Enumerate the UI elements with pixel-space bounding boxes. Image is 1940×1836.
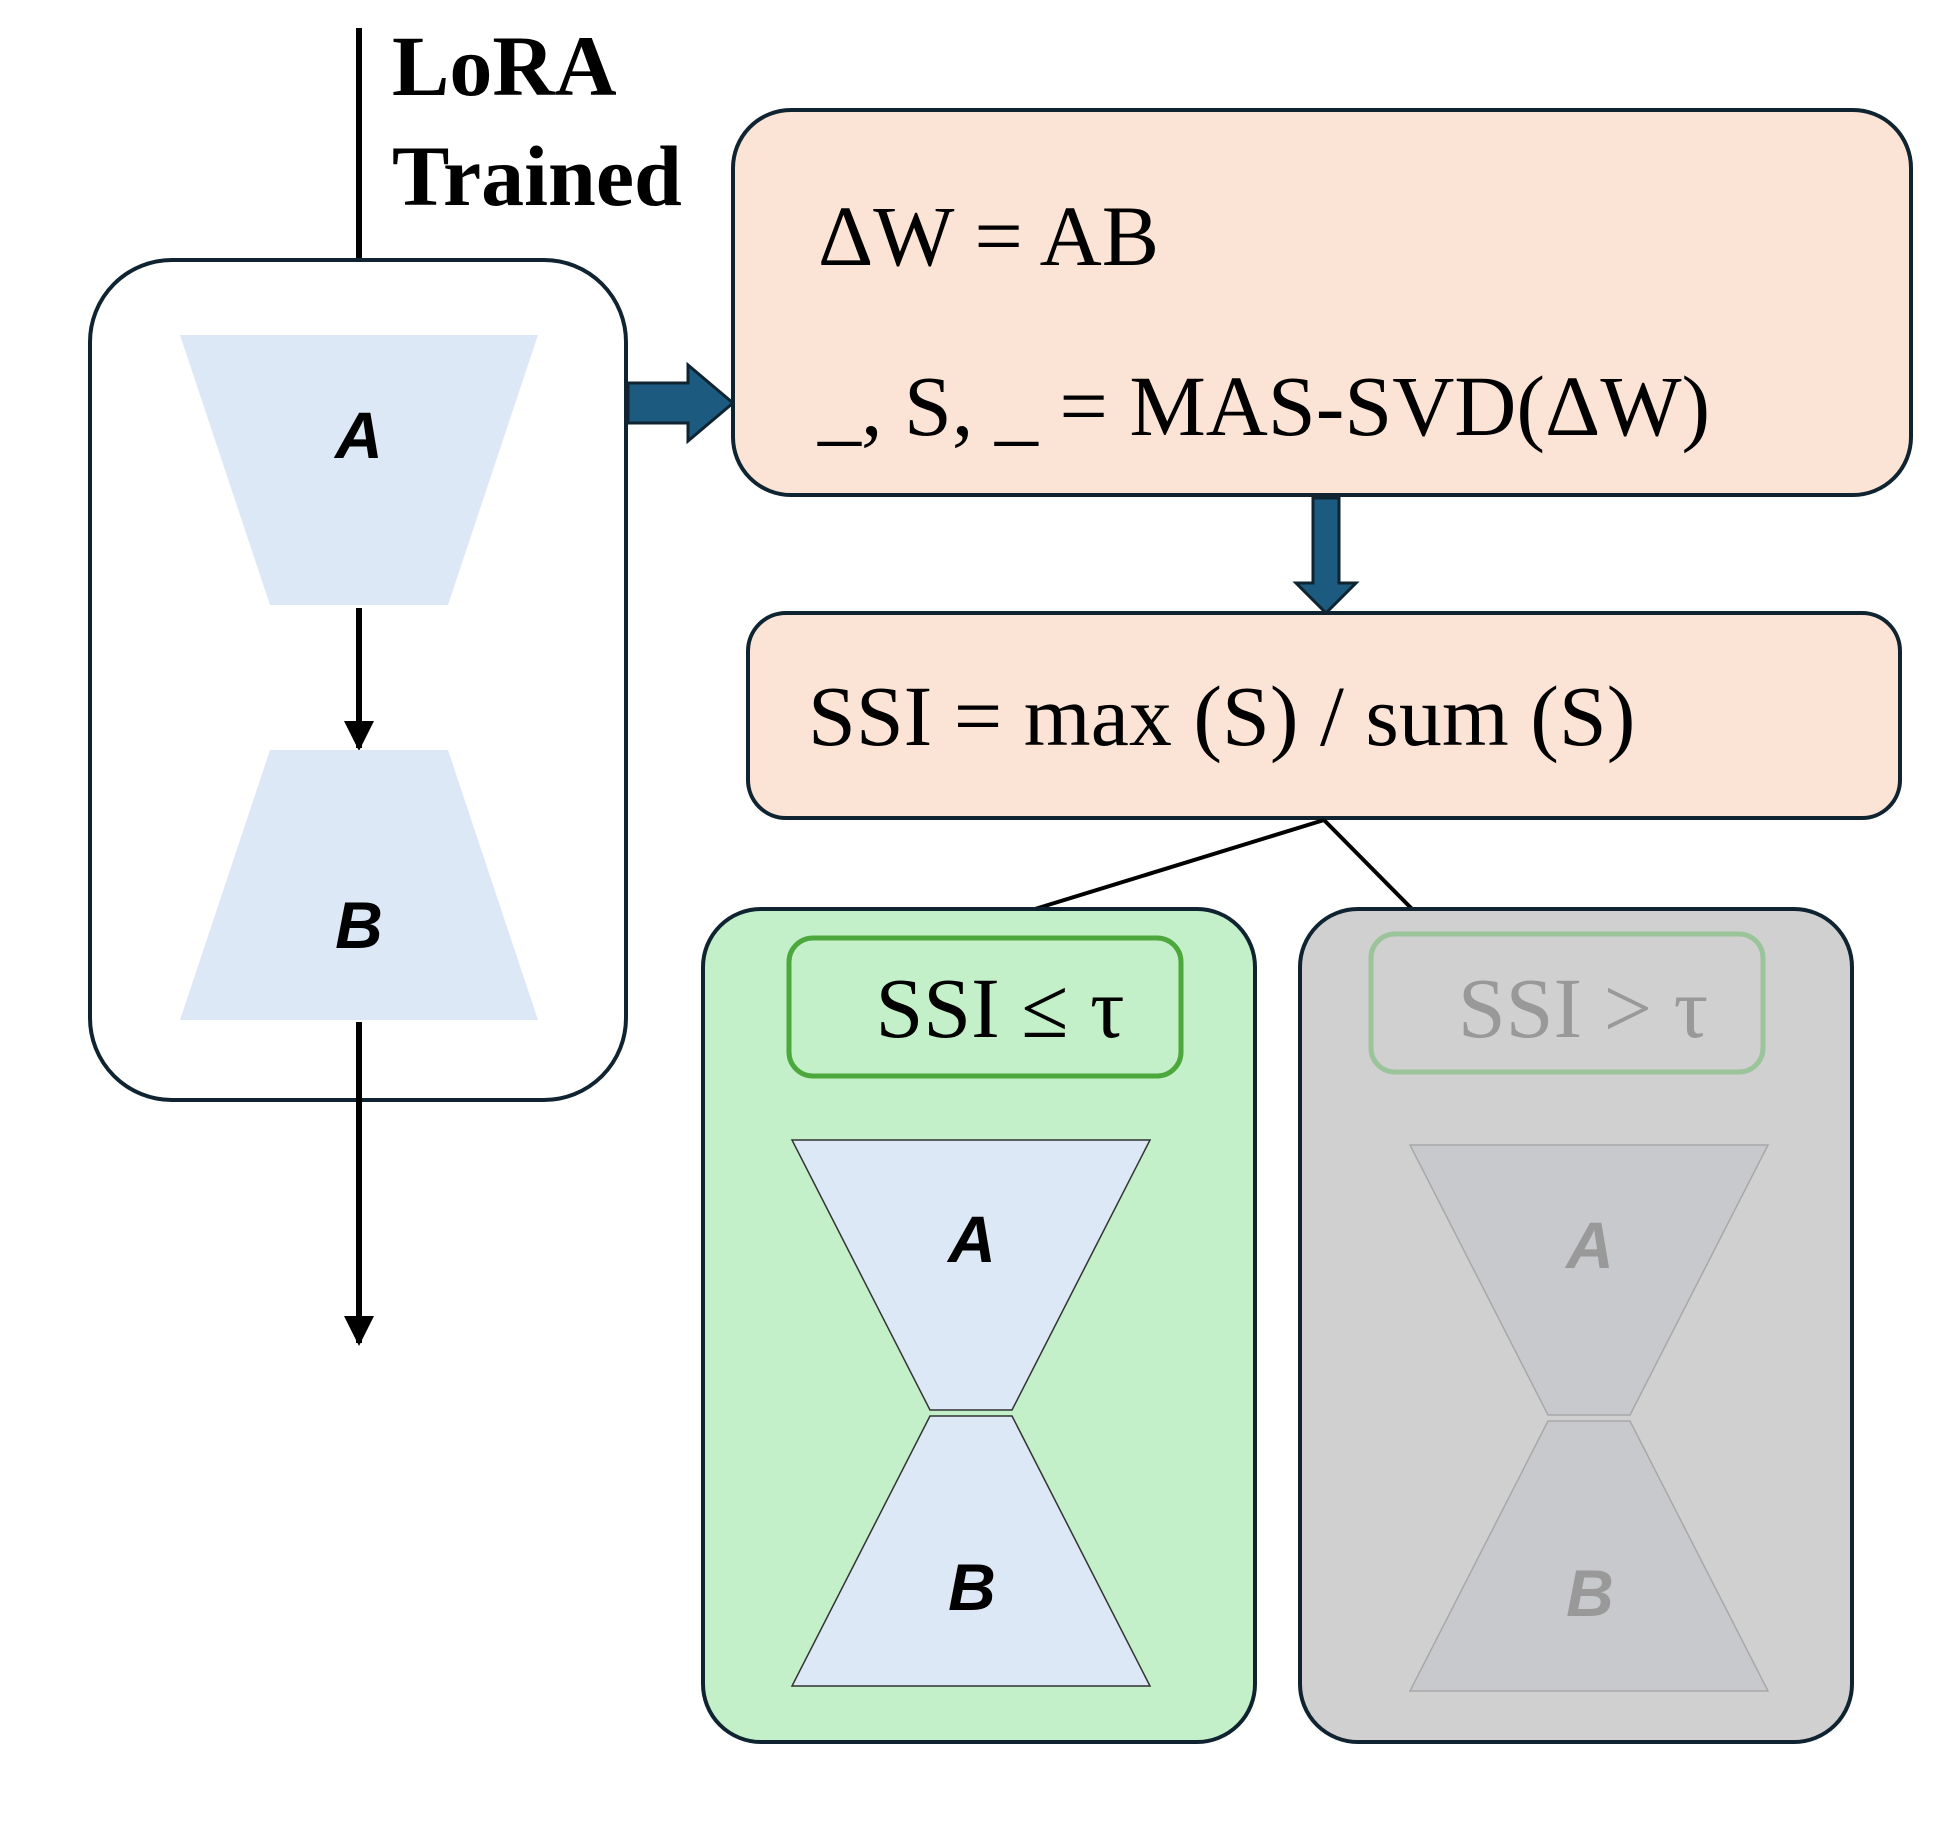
connector-drop: [1322, 818, 1414, 911]
drop-condition-box: [1368, 931, 1766, 1075]
lora-trained-label-line1: LoRA: [392, 18, 617, 114]
keep-matrix-b-label: B: [948, 1550, 996, 1624]
ssi-formula-box: [746, 611, 1902, 820]
drop-matrix-b-shape: [1408, 1420, 1770, 1692]
block-arrow-down: [1292, 496, 1360, 616]
keep-matrix-a-shape: [790, 1139, 1152, 1411]
drop-matrix-a-label: A: [1564, 1208, 1614, 1282]
mas-svd-formula: _, S, _ = MAS-SVD(ΔW): [817, 358, 1710, 454]
lora-trained-label-line2: Trained: [392, 128, 682, 224]
svd-formula-box: [731, 108, 1913, 497]
lora-matrix-b-label: B: [335, 888, 383, 962]
lora-matrix-a-label: A: [333, 398, 383, 472]
block-arrow-right: [626, 361, 736, 445]
delta-w-formula: ΔW = AB: [818, 188, 1159, 284]
ssi-formula: SSI = max (S) / sum (S): [808, 668, 1635, 764]
lora-matrix-a-shape: [180, 335, 538, 605]
lora-matrix-b-shape: [180, 750, 538, 1020]
keep-matrix-a-label: A: [946, 1202, 996, 1276]
connector-keep: [1034, 818, 1325, 911]
keep-matrix-b-shape: [790, 1415, 1152, 1687]
keep-condition-label: SSI ≤ τ: [875, 960, 1124, 1056]
drop-condition-label: SSI > τ: [1458, 960, 1708, 1056]
keep-condition-box: [786, 935, 1184, 1079]
drop-matrix-a-shape: [1408, 1144, 1770, 1416]
drop-matrix-b-label: B: [1566, 1556, 1614, 1630]
